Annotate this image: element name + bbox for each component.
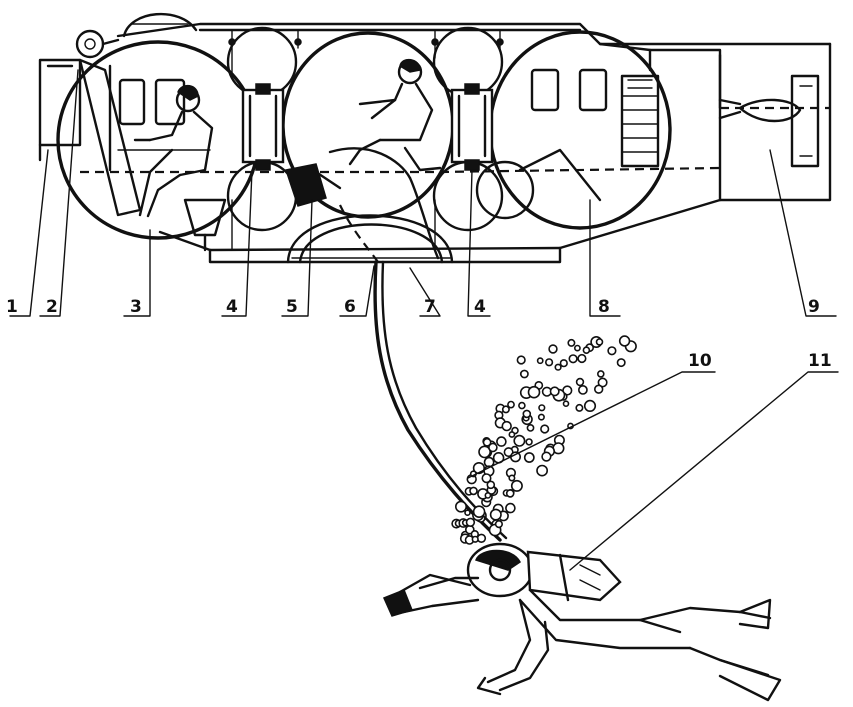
bubble xyxy=(513,434,526,447)
bubble xyxy=(488,442,498,453)
transfer-hatches xyxy=(241,83,494,171)
bubble xyxy=(494,519,504,529)
bubble xyxy=(540,424,550,434)
part-labels: 1 2 3 4 5 6 7 4 8 9 10 11 xyxy=(6,297,832,371)
stern-propulsion xyxy=(718,74,820,168)
forward-pressure-sphere xyxy=(56,40,260,240)
bubble xyxy=(549,386,560,397)
diver-figure xyxy=(382,542,782,702)
submersible-hull xyxy=(116,22,832,264)
label-8: 8 xyxy=(598,297,610,317)
bubble xyxy=(478,445,491,459)
bubble xyxy=(567,338,576,347)
air-bubbles xyxy=(451,335,637,545)
label-3: 3 xyxy=(130,297,142,317)
label-6: 6 xyxy=(344,297,356,317)
bubble xyxy=(618,335,631,347)
aft-pressure-sphere xyxy=(488,30,672,230)
bubble xyxy=(518,401,526,410)
bubble xyxy=(523,452,535,463)
label-9: 9 xyxy=(808,297,820,317)
bubble xyxy=(575,377,585,387)
bubble xyxy=(516,355,526,365)
leader-lines xyxy=(9,69,839,571)
bubble xyxy=(544,358,554,367)
pilot-figure xyxy=(133,84,214,218)
bubble xyxy=(583,399,597,413)
bubble xyxy=(508,431,516,438)
bubble xyxy=(508,474,516,482)
bubble xyxy=(501,420,512,432)
bubble xyxy=(568,354,578,364)
bubble xyxy=(607,346,617,356)
label-2: 2 xyxy=(46,297,58,317)
label-10: 10 xyxy=(688,351,712,371)
bubble xyxy=(510,479,523,492)
bubble xyxy=(525,438,533,446)
bubble xyxy=(596,370,605,378)
hose-dashed-feed xyxy=(339,204,379,263)
bubble xyxy=(582,346,591,355)
bubble xyxy=(505,489,515,498)
bubble xyxy=(559,359,568,368)
bubble xyxy=(526,423,535,432)
manipulator-arm xyxy=(183,198,227,252)
bubble xyxy=(465,517,476,527)
bubble xyxy=(481,473,492,484)
bubble xyxy=(469,486,478,496)
bubble xyxy=(486,480,496,490)
bubble xyxy=(520,369,529,379)
bubble xyxy=(472,505,486,519)
bubble xyxy=(595,338,604,346)
bow-equipment xyxy=(38,12,198,162)
umbilical-hose xyxy=(373,260,502,542)
bubble xyxy=(574,344,581,352)
lockout-chamber xyxy=(285,147,454,264)
bubble xyxy=(616,358,626,368)
label-4-aft: 4 xyxy=(474,297,486,317)
bubble xyxy=(536,357,544,365)
bubble xyxy=(464,509,471,517)
label-4-forward: 4 xyxy=(226,297,238,317)
bubble xyxy=(577,353,587,364)
bubble xyxy=(522,409,532,419)
bubble xyxy=(593,384,604,394)
bubble xyxy=(541,451,552,462)
bubble xyxy=(548,344,558,354)
label-1: 1 xyxy=(6,297,18,317)
bubble xyxy=(484,491,492,499)
bubble xyxy=(489,508,502,521)
bubble xyxy=(482,437,492,447)
bubble xyxy=(536,464,548,477)
bubble xyxy=(503,447,514,458)
bubble xyxy=(575,403,584,412)
bubble xyxy=(527,385,541,399)
bubble xyxy=(471,535,479,543)
bubble xyxy=(578,384,588,395)
label-5: 5 xyxy=(286,297,298,317)
bubble xyxy=(562,400,570,408)
bubble xyxy=(538,404,546,412)
bubble xyxy=(554,363,562,371)
bubble xyxy=(496,436,507,447)
bubble xyxy=(501,405,510,414)
label-11: 11 xyxy=(808,351,832,371)
bubble xyxy=(454,500,467,513)
interior-dashed-line xyxy=(80,166,721,174)
bubble xyxy=(505,502,516,514)
bubble xyxy=(507,400,515,409)
label-7: 7 xyxy=(424,297,436,317)
bubble xyxy=(537,413,545,421)
